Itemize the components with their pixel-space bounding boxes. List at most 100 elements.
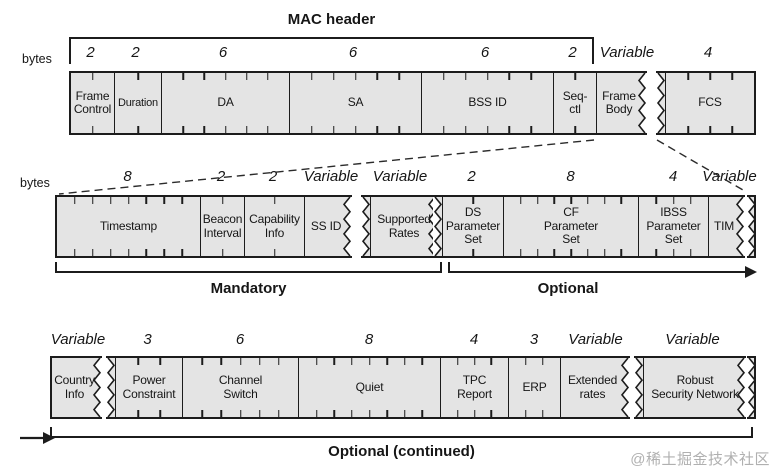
field-label: DS Parameter Set bbox=[445, 205, 501, 247]
bytes-label-row2: bytes bbox=[20, 176, 50, 190]
field-ss-id: SS ID bbox=[304, 197, 352, 256]
field-frame-body: Frame Body bbox=[596, 73, 647, 133]
field-label: Supported Rates bbox=[377, 212, 431, 240]
size-label: 2 bbox=[131, 44, 140, 61]
continuation-sliver bbox=[747, 195, 756, 258]
field-label: FCS bbox=[698, 95, 722, 110]
field-label: Power Constraint bbox=[122, 373, 176, 401]
torn-edge-icon bbox=[106, 358, 116, 417]
field-label: SS ID bbox=[310, 218, 342, 233]
field-label: CF Parameter Set bbox=[543, 205, 599, 247]
rsn-segment: Robust Security Network bbox=[634, 356, 746, 419]
size-label: 4 bbox=[469, 331, 479, 348]
watermark: @稀土掘金技术社区 bbox=[630, 451, 770, 468]
field-timestamp: Timestamp bbox=[57, 197, 200, 256]
size-label: 6 bbox=[348, 44, 358, 61]
size-label: 6 bbox=[218, 44, 228, 61]
field-seq-ctl: Seq- ctl bbox=[553, 73, 596, 133]
optional-continued-bracket bbox=[50, 427, 753, 438]
field-capability-info: Capability Info bbox=[244, 197, 304, 256]
torn-edge-icon bbox=[634, 358, 644, 417]
optional-continued-segment: Power Constraint Channel Switch Quiet TP… bbox=[106, 356, 630, 419]
field-label: BSS ID bbox=[468, 95, 507, 110]
field-da: DA bbox=[161, 73, 289, 133]
fcs-segment: FCS bbox=[656, 71, 756, 135]
torn-edge-icon bbox=[433, 197, 443, 256]
size-label: Variable bbox=[665, 331, 720, 348]
size-label: Variable bbox=[372, 168, 428, 185]
size-label: 6 bbox=[235, 331, 245, 348]
field-label: Country Info bbox=[54, 373, 95, 401]
field-label: Beacon Interval bbox=[202, 212, 243, 240]
size-label: 2 bbox=[467, 168, 476, 185]
field-erp: ERP bbox=[508, 358, 560, 417]
field-label: Capability Info bbox=[249, 212, 300, 240]
field-beacon-interval: Beacon Interval bbox=[200, 197, 244, 256]
size-label: 2 bbox=[568, 44, 577, 61]
field-power-constraint: Power Constraint bbox=[115, 358, 182, 417]
field-supported-rates: Supported Rates bbox=[370, 197, 437, 256]
torn-edge-icon bbox=[342, 197, 352, 256]
size-label: Variable bbox=[599, 44, 655, 61]
optional-continued-label: Optional (continued) bbox=[328, 443, 475, 460]
optional-label: Optional bbox=[537, 280, 599, 297]
size-label: 3 bbox=[529, 331, 539, 348]
size-label: Variable bbox=[702, 168, 757, 185]
size-label: 2 bbox=[86, 44, 95, 61]
supported-rates-segment: Supported Rates bbox=[361, 195, 437, 258]
field-sa: SA bbox=[289, 73, 421, 133]
size-label: 8 bbox=[364, 331, 374, 348]
torn-edge-icon bbox=[735, 197, 745, 256]
field-duration: Duration bbox=[114, 73, 161, 133]
field-tim: TIM bbox=[708, 197, 745, 256]
field-label: Extended rates bbox=[567, 373, 618, 401]
field-ds-parameter-set: DS Parameter Set bbox=[442, 197, 503, 256]
size-label: 3 bbox=[143, 331, 152, 348]
field-label: Duration bbox=[118, 96, 158, 109]
bytes-label-row1: bytes bbox=[22, 52, 52, 66]
torn-edge-icon bbox=[361, 197, 371, 256]
field-tpc-report: TPC Report bbox=[440, 358, 508, 417]
size-label: 2 bbox=[216, 168, 226, 185]
continuation-sliver bbox=[747, 356, 756, 419]
field-extended-rates: Extended rates bbox=[560, 358, 630, 417]
size-label: Variable bbox=[50, 331, 106, 348]
mac-header-row-segment: Frame Control Duration DA SA BSS ID Seq-… bbox=[69, 71, 647, 135]
mandatory-label: Mandatory bbox=[210, 280, 287, 297]
size-label: 6 bbox=[480, 44, 490, 61]
optional-arrowhead-icon bbox=[745, 266, 757, 278]
field-label: Frame Body bbox=[602, 88, 636, 116]
torn-edge-icon bbox=[637, 73, 647, 133]
torn-edge-icon bbox=[92, 358, 102, 417]
mac-header-title: MAC header bbox=[287, 11, 376, 28]
field-label: Timestamp bbox=[99, 218, 158, 233]
size-label: 4 bbox=[703, 44, 713, 61]
torn-edge-icon bbox=[736, 358, 746, 417]
mac-header-bracket bbox=[69, 37, 594, 64]
field-label: Seq- ctl bbox=[562, 88, 588, 116]
size-label: 2 bbox=[268, 168, 278, 185]
field-label: TIM bbox=[713, 218, 735, 233]
field-frame-control: Frame Control bbox=[71, 73, 114, 133]
country-info-segment: Country Info bbox=[50, 356, 102, 419]
field-label: IBSS Parameter Set bbox=[646, 205, 701, 247]
field-country-info: Country Info bbox=[52, 358, 102, 417]
field-bss-id: BSS ID bbox=[421, 73, 553, 133]
field-label: Quiet bbox=[355, 379, 384, 394]
torn-edge-icon bbox=[620, 358, 630, 417]
size-label: 8 bbox=[123, 168, 132, 185]
size-label: Variable bbox=[568, 331, 623, 348]
torn-edge-icon bbox=[747, 197, 757, 256]
field-label: ERP bbox=[522, 379, 547, 394]
field-label: DA bbox=[217, 95, 234, 110]
field-channel-switch: Channel Switch bbox=[182, 358, 298, 417]
field-fcs: FCS bbox=[665, 73, 754, 133]
beacon-body-segment-mandatory: Timestamp Beacon Interval Capability Inf… bbox=[55, 195, 352, 258]
torn-edge-icon bbox=[747, 358, 757, 417]
size-label: 8 bbox=[566, 168, 575, 185]
field-label: Robust Security Network bbox=[651, 373, 739, 401]
optional-arrow-line bbox=[448, 262, 746, 273]
beacon-body-segment-optional: DS Parameter Set CF Parameter Set IBSS P… bbox=[433, 195, 745, 258]
field-ibss-parameter-set: IBSS Parameter Set bbox=[638, 197, 708, 256]
